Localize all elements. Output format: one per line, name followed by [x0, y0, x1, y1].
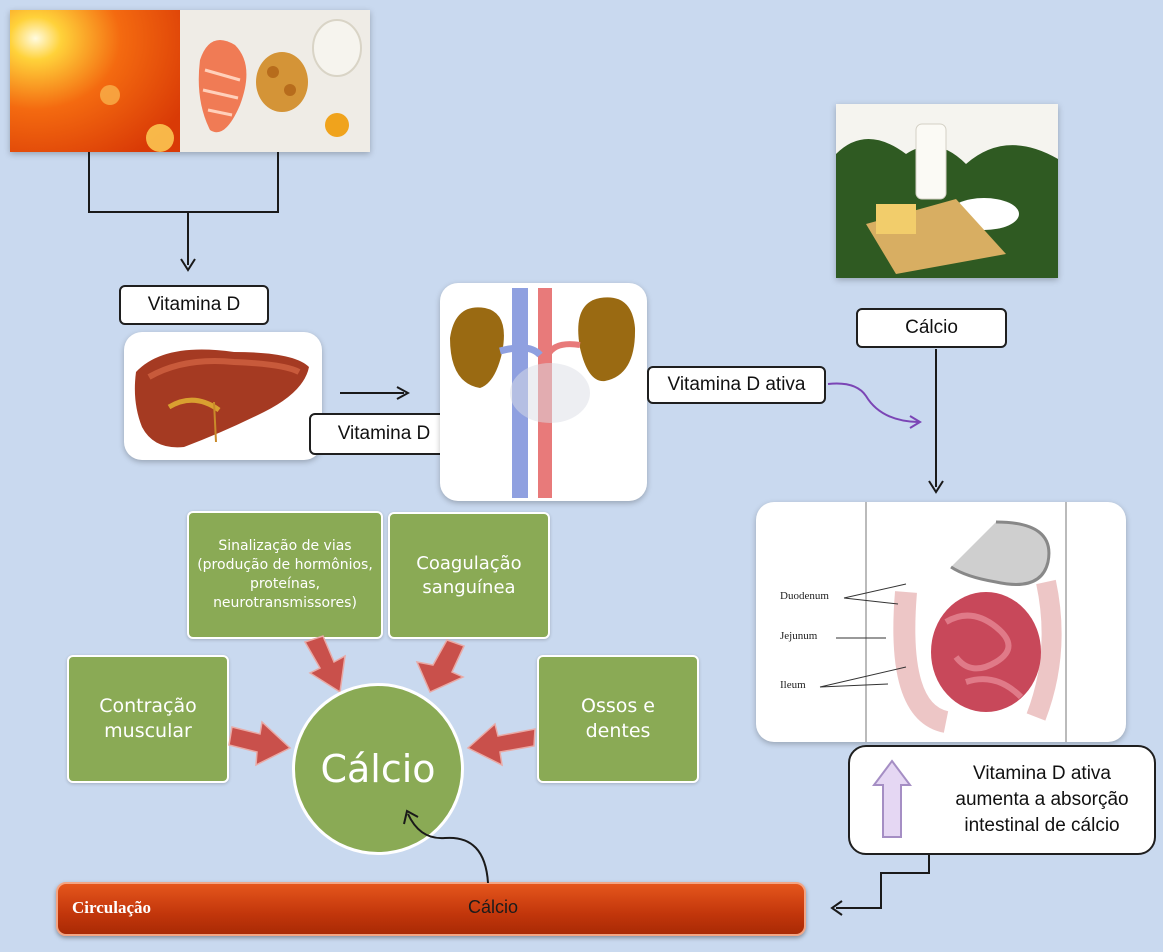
circulation-bar: Circulação Cálcio [56, 882, 806, 936]
red-arrow-from-contracao [229, 722, 290, 765]
circulation-calcio-label: Cálcio [468, 897, 518, 918]
red-arrow-from-sinalizacao [305, 636, 345, 692]
center-calcio-label: Cálcio [320, 747, 435, 791]
curve-arrow-up [400, 800, 500, 885]
red-arrow-from-ossos [468, 724, 535, 765]
circulation-label: Circulação [72, 898, 151, 918]
red-arrow-from-coagulacao [417, 640, 464, 692]
